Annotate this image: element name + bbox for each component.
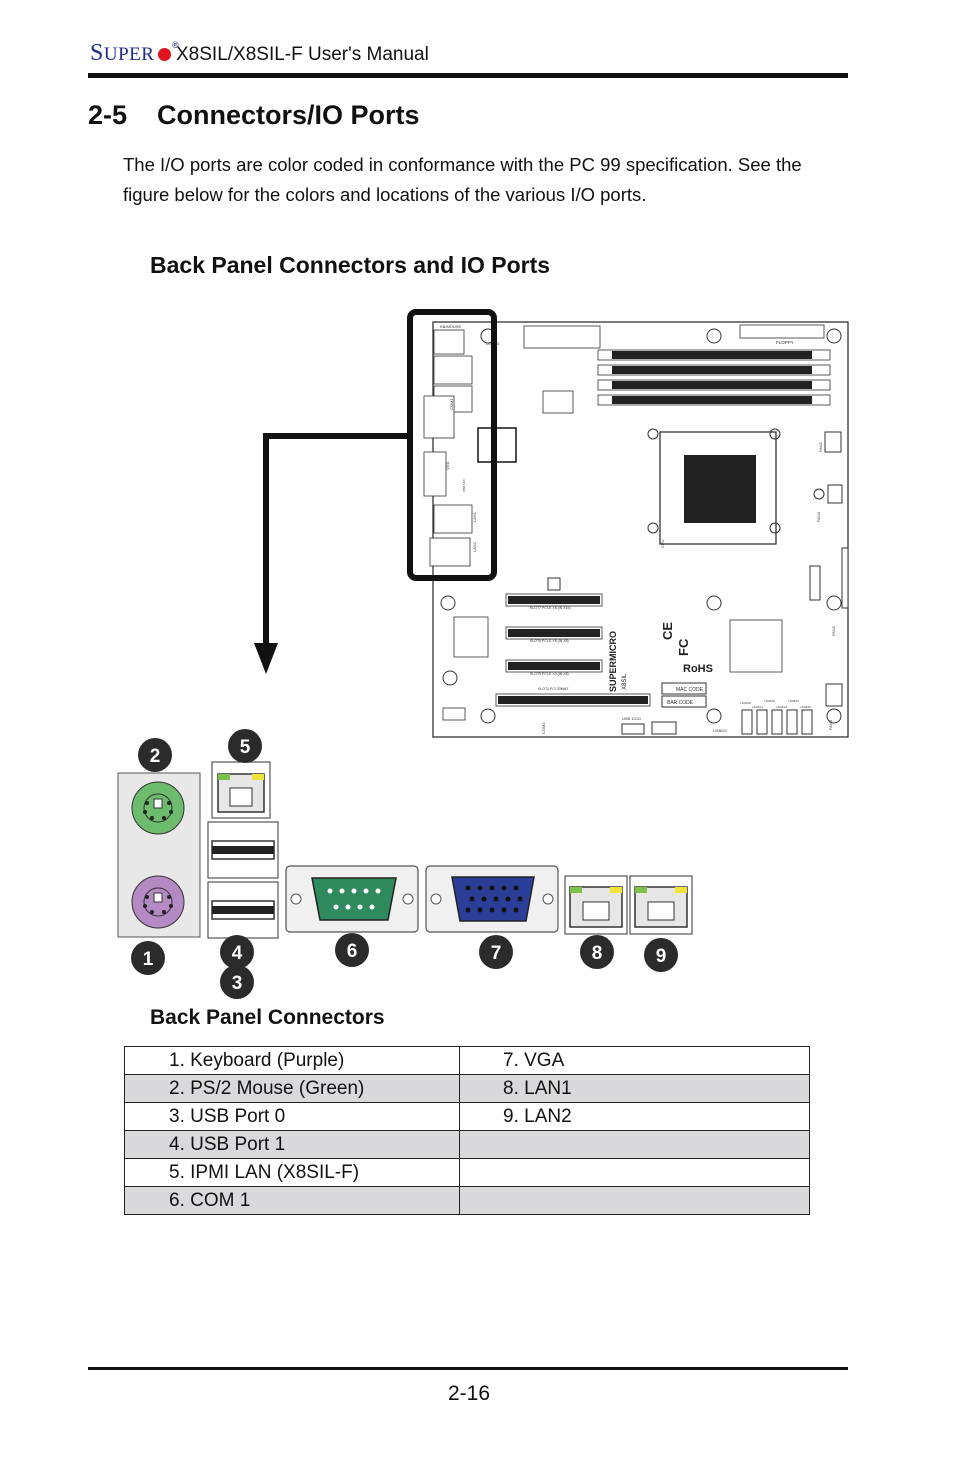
callout-7: 7 — [491, 943, 502, 964]
table-cell: 7. VGA — [459, 1046, 810, 1075]
table-cell: 5. IPMI LAN (X8SIL-F) — [124, 1158, 460, 1187]
back-panel-figure: KB/MOUSE USB0/1 COM1 VGA IPMI LAN LAN1 L… — [117, 309, 849, 999]
table-cell: 9. LAN2 — [459, 1102, 810, 1131]
callout-1: 1 — [143, 949, 154, 970]
board-label-ce: CE — [660, 622, 675, 640]
board-label-usb1011: USB 10/11 — [622, 716, 642, 721]
com-port — [285, 865, 419, 933]
board-label-fc: FC — [676, 638, 691, 656]
board-label-supermicro: SUPERMICRO — [608, 631, 618, 692]
board-label-mac-code: MAC CODE — [676, 687, 704, 693]
board-label-sata4: I-SATA4 — [788, 699, 799, 703]
callout-6: 6 — [347, 941, 358, 962]
page-number: 2-16 — [448, 1382, 491, 1405]
board-label-rohs: RoHS — [683, 663, 713, 675]
board-label-sata2: I-SATA2 — [764, 699, 775, 703]
board-label-fan4: FAN4 — [816, 511, 821, 522]
board-label-ipmi-lan: IPMI LAN — [462, 479, 466, 492]
table-row: 2. PS/2 Mouse (Green) 8. LAN1 — [124, 1074, 810, 1103]
table-cell: 3. USB Port 0 — [124, 1102, 460, 1131]
callout-9: 9 — [656, 946, 667, 967]
callout-2: 2 — [150, 746, 161, 767]
board-label-sata1: I-SATA1 — [752, 705, 763, 709]
back-panel-connectors-table: 1. Keyboard (Purple) 7. VGA 2. PS/2 Mous… — [124, 1046, 810, 1215]
board-label-sata5: I-SATA5 — [800, 705, 811, 709]
table-row: 4. USB Port 1 — [124, 1130, 810, 1159]
table-cell: 6. COM 1 — [124, 1186, 460, 1215]
board-label-slot5: SLOT5 PCI-E X4 (IN X8) — [530, 672, 569, 676]
board-label-lan1: LAN1 — [472, 511, 477, 522]
table-cell: 8. LAN1 — [459, 1074, 810, 1103]
table-cell: 1. Keyboard (Purple) — [124, 1046, 460, 1075]
section-title: 2-5 Connectors/IO Ports — [88, 100, 420, 130]
table-cell: 2. PS/2 Mouse (Green) — [124, 1074, 460, 1103]
table-cell: 4. USB Port 1 — [124, 1130, 460, 1159]
pointer-arrow-head — [254, 643, 278, 674]
board-label-kb-mouse: KB/MOUSE — [440, 324, 461, 329]
callout-3: 3 — [232, 973, 243, 994]
brand-rest: UPER — [103, 44, 155, 65]
table-cell — [459, 1186, 810, 1215]
table-row: 5. IPMI LAN (X8SIL-F) — [124, 1158, 810, 1187]
board-label-vga: VGA — [445, 461, 450, 470]
board-label-fan3: FAN3 — [828, 719, 833, 730]
pointer-arrow-line — [263, 433, 410, 645]
table-cell — [459, 1130, 810, 1159]
brand-logo: SUPER — [90, 40, 154, 67]
intro-paragraph: The I/O ports are color coded in conform… — [123, 154, 802, 205]
board-label-lan2: LAN2 — [472, 541, 477, 552]
registered-mark: ® — [172, 40, 179, 50]
usb-port-stack — [207, 821, 279, 939]
brand-initial: S — [90, 40, 104, 66]
board-label-com1: COM1 — [449, 398, 454, 410]
lan1-port — [564, 875, 628, 935]
table-row: 3. USB Port 0 9. LAN2 — [124, 1102, 810, 1131]
board-label-cpu: CPU — [660, 539, 665, 548]
io-highlight-box — [407, 309, 497, 581]
manual-title: X8SIL/X8SIL-F User's Manual — [176, 44, 429, 65]
motherboard-layout: KB/MOUSE USB0/1 COM1 VGA IPMI LAN LAN1 L… — [423, 321, 849, 738]
ipmi-lan-port — [211, 761, 271, 819]
callout-8: 8 — [592, 943, 603, 964]
table-cell — [459, 1158, 810, 1187]
board-label-usb23: USB2/3 — [713, 728, 728, 733]
board-label-sata3: I-SATA3 — [776, 705, 787, 709]
ps2-port-stack — [117, 772, 201, 938]
board-label-bar-code: BAR CODE — [667, 700, 694, 706]
board-label-slot7: SLOT7 PCI-E X8 (IN X16) — [530, 606, 571, 610]
brand-dot-icon — [158, 48, 171, 61]
header-rule — [88, 73, 848, 78]
table-row: 6. COM 1 — [124, 1186, 810, 1215]
board-label-com2: COM2 — [541, 722, 546, 734]
lan2-port — [629, 875, 693, 935]
table-title: Back Panel Connectors — [150, 1006, 385, 1029]
board-label-model: X8SIL — [622, 673, 628, 690]
board-label-slot6: SLOT6 PCI-E X8 (IN X8) — [530, 639, 569, 643]
board-label-fan2: FAN2 — [831, 625, 836, 636]
vga-port — [425, 865, 559, 933]
board-label-fan1: FAN1 — [818, 441, 823, 452]
board-label-floppy: FLOPPY — [776, 340, 794, 345]
board-label-sata0: I-SATA0 — [740, 701, 751, 705]
footer-rule — [88, 1367, 848, 1370]
callout-4: 4 — [232, 943, 243, 964]
figure-title: Back Panel Connectors and IO Ports — [150, 252, 551, 278]
callout-5: 5 — [240, 737, 251, 758]
board-label-slot4: SLOT4 PCI 33MHZ — [538, 687, 569, 691]
table-row: 1. Keyboard (Purple) 7. VGA — [124, 1046, 810, 1075]
